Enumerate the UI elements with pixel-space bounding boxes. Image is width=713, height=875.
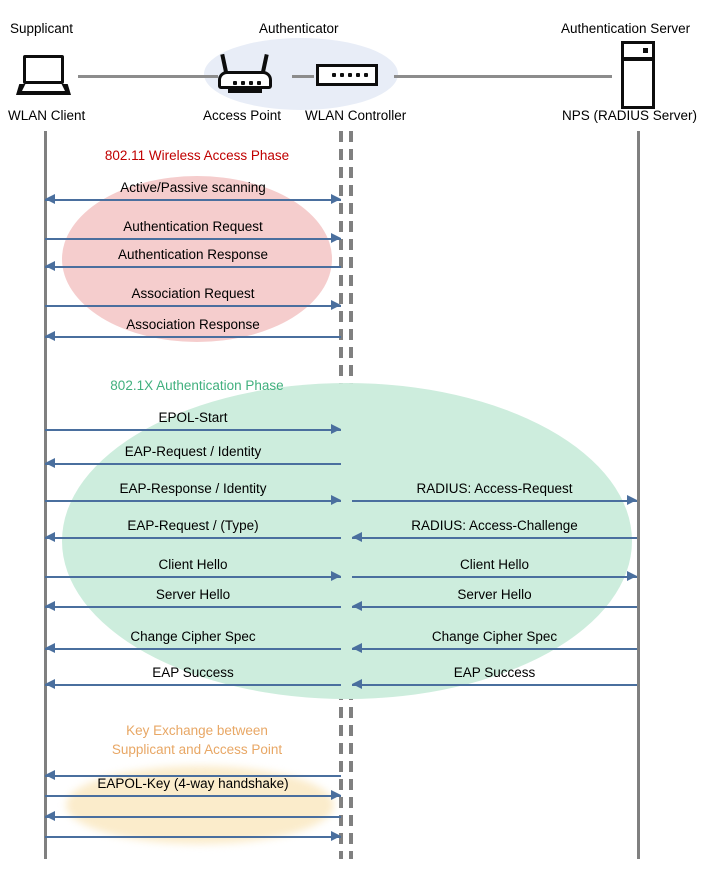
wire-client-to-ap [78, 75, 218, 78]
message-left-8-label: EAP-Request / (Type) [127, 518, 259, 533]
message-left-2-arrowhead-left [45, 261, 55, 271]
message-right-5-line [352, 684, 637, 686]
message-left-12-line [45, 684, 341, 686]
message-left-5-label: EPOL-Start [158, 410, 228, 425]
actor-name-nps-radius-server: NPS (RADIUS Server) [562, 108, 698, 123]
phase-title-dot1x-authentication: 802.1X Authentication Phase [110, 378, 284, 393]
message-right-4-arrowhead-left [352, 643, 362, 653]
server-icon [621, 41, 657, 111]
actor-role-authenticator: Authenticator [259, 21, 339, 36]
message-right-0-line [352, 500, 637, 502]
wireless-access-point-icon [216, 54, 276, 96]
message-left-7-arrowhead-right [331, 495, 341, 505]
message-left-10-arrowhead-left [45, 601, 55, 611]
message-left-1-arrowhead-right [331, 233, 341, 243]
message-left-11-line [45, 648, 341, 650]
message-right-3-label: Server Hello [457, 587, 532, 602]
message-left-3-arrowhead-right [331, 300, 341, 310]
message-right-3-arrowhead-left [352, 601, 362, 611]
message-left-0-label: Active/Passive scanning [120, 180, 266, 195]
wire-controller-to-server [394, 75, 612, 78]
phase-ellipse-key-exchange [66, 766, 334, 844]
message-left-3-label: Association Request [131, 286, 255, 301]
message-left-15-line [45, 816, 341, 818]
message-left-8-arrowhead-left [45, 532, 55, 542]
actor-name-wlan-controller: WLAN Controller [305, 108, 407, 123]
message-left-10-line [45, 606, 341, 608]
message-left-0-arrowhead-left [45, 194, 55, 204]
network-switch-icon [316, 64, 380, 88]
message-right-0-arrowhead-right [627, 495, 637, 505]
message-left-0-arrowhead-right [331, 194, 341, 204]
wire-ap-to-controller [292, 75, 314, 78]
message-right-4-line [352, 648, 637, 650]
actor-name-wlan-client: WLAN Client [8, 108, 86, 123]
phase-title-key-exchange: Key Exchange between Supplicant and Acce… [111, 723, 283, 757]
message-left-2-line [45, 266, 341, 268]
message-left-2-label: Authentication Response [117, 247, 269, 262]
message-right-0-label: RADIUS: Access-Request [416, 481, 573, 496]
message-right-1-label: RADIUS: Access-Challenge [411, 518, 578, 533]
message-left-14-arrowhead-right [331, 790, 341, 800]
message-left-10-label: Server Hello [155, 587, 231, 602]
message-left-9-arrowhead-right [331, 571, 341, 581]
message-left-12-arrowhead-left [45, 679, 55, 689]
message-left-5-line [45, 429, 341, 431]
message-left-15-arrowhead-left [45, 811, 55, 821]
message-left-4-arrowhead-left [45, 331, 55, 341]
actor-role-authentication-server: Authentication Server [561, 21, 691, 36]
message-right-5-label: EAP Success [453, 665, 536, 680]
message-left-14-label: EAPOL-Key (4-way handshake) [97, 776, 289, 791]
message-left-6-label: EAP-Request / Identity [124, 444, 262, 459]
message-right-5-arrowhead-left [352, 679, 362, 689]
message-left-6-line [45, 463, 341, 465]
actor-name-access-point: Access Point [203, 108, 282, 123]
message-right-3-line [352, 606, 637, 608]
message-left-13-line [45, 775, 341, 777]
phase-ellipse-dot1x-authentication [62, 383, 632, 699]
message-left-1-label: Authentication Request [123, 219, 263, 234]
message-right-2-label: Client Hello [459, 557, 530, 572]
message-left-14-line [45, 795, 341, 797]
laptop-icon [16, 55, 72, 97]
message-left-6-arrowhead-left [45, 458, 55, 468]
message-left-0-line [45, 199, 341, 201]
message-left-4-line [45, 336, 341, 338]
actor-role-supplicant: Supplicant [10, 21, 74, 36]
message-right-1-arrowhead-left [352, 532, 362, 542]
message-left-12-label: EAP Success [152, 665, 234, 680]
message-left-1-line [45, 238, 341, 240]
message-left-8-line [45, 537, 341, 539]
phase-title-wireless-access: 802.11 Wireless Access Phase [104, 148, 290, 163]
message-right-2-line [352, 576, 637, 578]
lifeline-radius-server [637, 131, 640, 859]
message-left-11-arrowhead-left [45, 643, 55, 653]
message-left-9-line [45, 576, 341, 578]
message-left-16-arrowhead-right [331, 831, 341, 841]
message-left-7-label: EAP-Response / Identity [119, 481, 267, 496]
message-right-2-arrowhead-right [627, 571, 637, 581]
message-left-9-label: Client Hello [158, 557, 228, 572]
message-right-1-line [352, 537, 637, 539]
message-left-11-label: Change Cipher Spec [130, 629, 256, 644]
message-left-4-label: Association Response [126, 317, 260, 332]
message-right-4-label: Change Cipher Spec [431, 629, 558, 644]
phase-ellipse-wireless-access [62, 176, 332, 342]
message-left-3-line [45, 305, 341, 307]
message-left-7-line [45, 500, 341, 502]
message-left-13-arrowhead-left [45, 770, 55, 780]
message-left-5-arrowhead-right [331, 424, 341, 434]
lifeline-supplicant [44, 131, 47, 859]
message-left-16-line [45, 836, 341, 838]
